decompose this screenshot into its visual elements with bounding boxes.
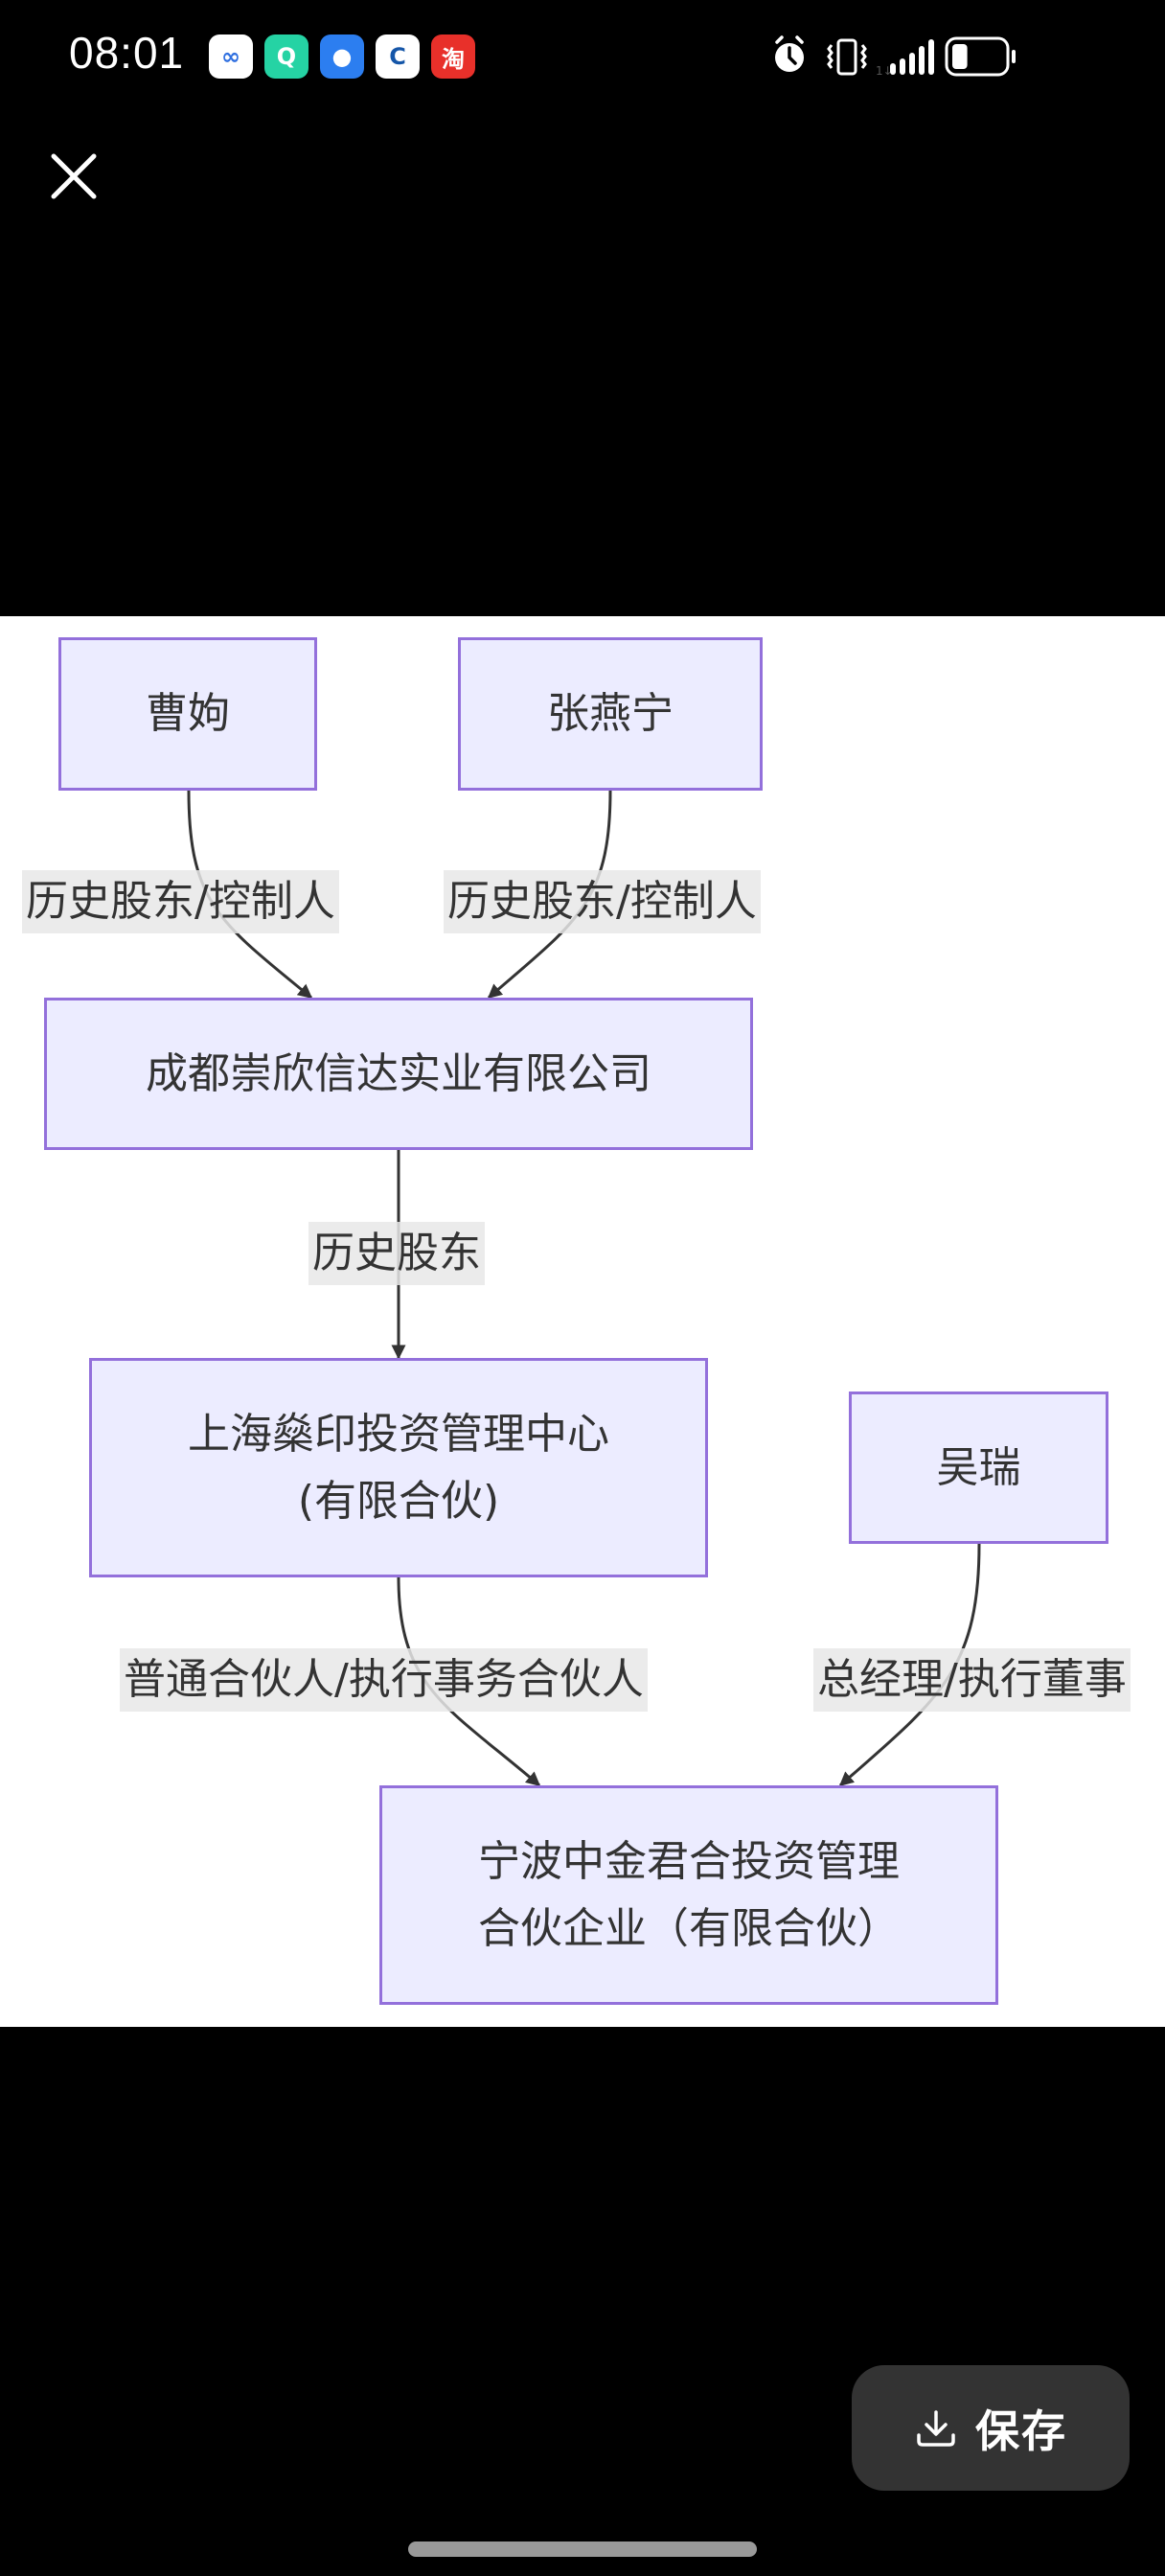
node-chengdu: 成都崇欣信达实业有限公司 <box>44 998 753 1150</box>
edge-label-zhangyanning: 历史股东/控制人 <box>444 870 761 933</box>
app-icon-1: ∞ <box>209 34 253 79</box>
home-indicator[interactable] <box>408 2542 757 2557</box>
vibrate-icon <box>827 38 867 76</box>
node-label: 张燕宁 <box>547 689 674 738</box>
edge-label-chengdu: 历史股东 <box>308 1222 485 1285</box>
app-icon-2: Q <box>264 34 308 79</box>
close-button[interactable] <box>46 149 103 206</box>
taobao-app-icon: 淘 <box>431 34 475 79</box>
download-icon <box>917 2409 955 2447</box>
edge-label-caoxu: 历史股东/控制人 <box>22 870 339 933</box>
status-time: 08:01 <box>69 28 185 78</box>
node-shanghai: 上海燊印投资管理中心 (有限合伙) <box>89 1358 708 1577</box>
signal-icon: 1↓ <box>876 39 934 78</box>
node-label: 吴瑞 <box>936 1442 1021 1492</box>
node-label-line-1: 上海燊印投资管理中心 <box>188 1409 609 1459</box>
edge-label-shanghai: 普通合伙人/执行事务合伙人 <box>120 1648 648 1712</box>
svg-text:1↓: 1↓ <box>876 64 893 78</box>
save-label: 保存 <box>975 2404 1067 2457</box>
node-label: 成都崇欣信达实业有限公司 <box>146 1048 651 1098</box>
close-icon <box>51 153 97 199</box>
node-label-line-2: (有限合伙) <box>297 1476 500 1526</box>
node-zhangyanning: 张燕宁 <box>458 637 763 791</box>
diagram-image[interactable]: 曹姁 张燕宁 成都崇欣信达实业有限公司 上海燊印投资管理中心 (有限合伙) 吴瑞… <box>0 616 1165 2027</box>
message-app-icon: ● <box>320 34 364 79</box>
battery-icon <box>945 36 1016 77</box>
node-label-line-1: 宁波中金君合投资管理 <box>478 1836 900 1886</box>
node-wurui: 吴瑞 <box>849 1392 1108 1544</box>
node-caoxu: 曹姁 <box>58 637 317 791</box>
bank-app-icon: C <box>376 34 420 79</box>
node-label-line-2: 合伙企业（有限合伙） <box>478 1903 900 1953</box>
alarm-icon <box>775 35 804 72</box>
save-button[interactable]: 保存 <box>852 2365 1130 2491</box>
node-ningbo: 宁波中金君合投资管理 合伙企业（有限合伙） <box>379 1785 998 2005</box>
edge-label-wurui: 总经理/执行董事 <box>813 1648 1131 1712</box>
node-label: 曹姁 <box>146 689 230 738</box>
system-status-icons: 1↓ <box>775 35 1016 78</box>
